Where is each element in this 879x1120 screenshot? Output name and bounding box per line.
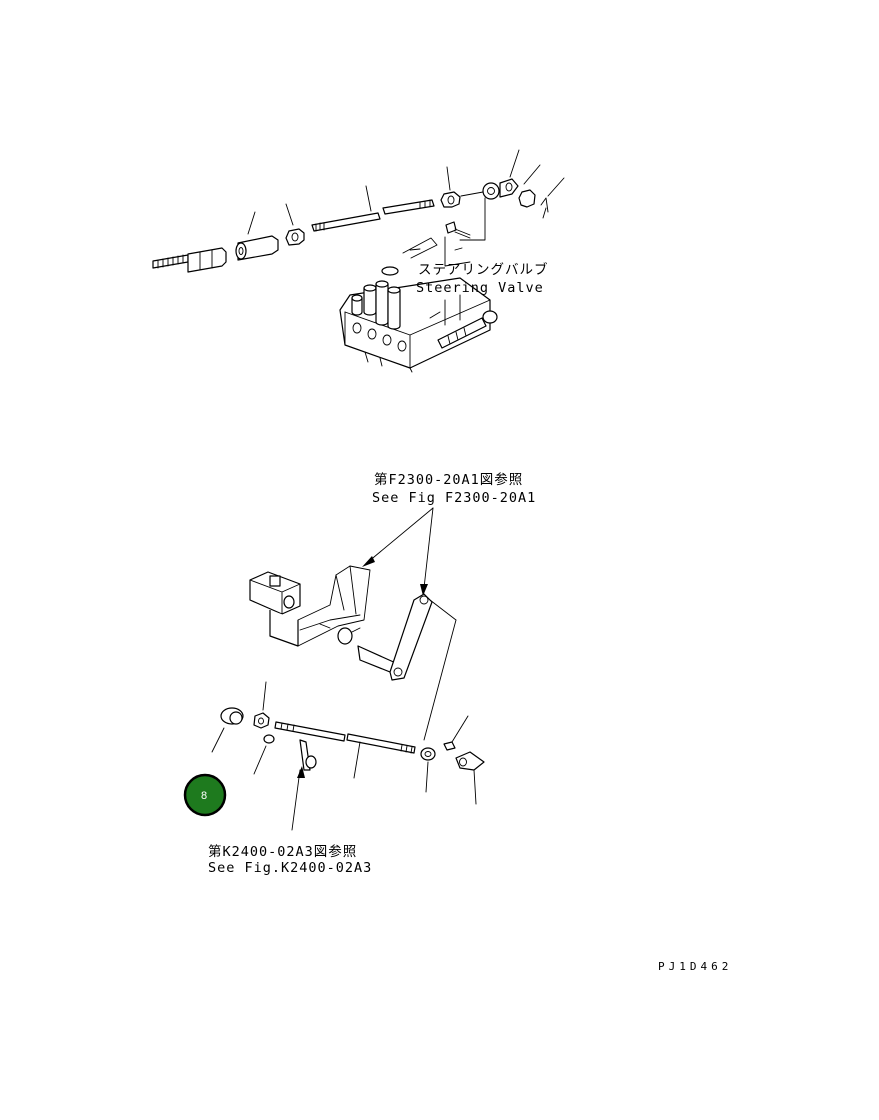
reference-top-ja: 第F2300-20A1図参照 xyxy=(374,471,523,488)
reference-bottom-en: See Fig.K2400-02A3 xyxy=(208,860,372,876)
nut-1 xyxy=(285,203,305,246)
reference-bottom-ja: 第K2400-02A3図参照 xyxy=(208,843,357,860)
cotter-pin xyxy=(540,177,565,219)
hex-sleeve xyxy=(235,211,279,261)
drawing-code: PJ1D462 xyxy=(658,960,732,973)
steering-valve-label-ja: ステアリングバルブ xyxy=(418,261,549,278)
threaded-stud xyxy=(152,247,227,273)
castle-nut xyxy=(518,164,541,208)
steering-valve-body xyxy=(339,266,498,373)
lower-linkage xyxy=(211,681,485,831)
long-rod xyxy=(311,185,435,232)
steering-valve-label-en: Steering Valve xyxy=(416,280,544,296)
upper-linkage-assembly xyxy=(152,149,565,373)
index-badge: 8 xyxy=(183,773,227,817)
index-badge-number: 8 xyxy=(201,790,207,802)
bolt xyxy=(445,221,471,239)
reference-top-en: See Fig F2300-20A1 xyxy=(372,490,536,506)
pedal-bracket xyxy=(249,565,401,677)
nut-2 xyxy=(440,166,461,208)
clevis xyxy=(459,149,520,241)
lever-arm xyxy=(389,593,457,741)
reference-arrows xyxy=(362,507,434,596)
